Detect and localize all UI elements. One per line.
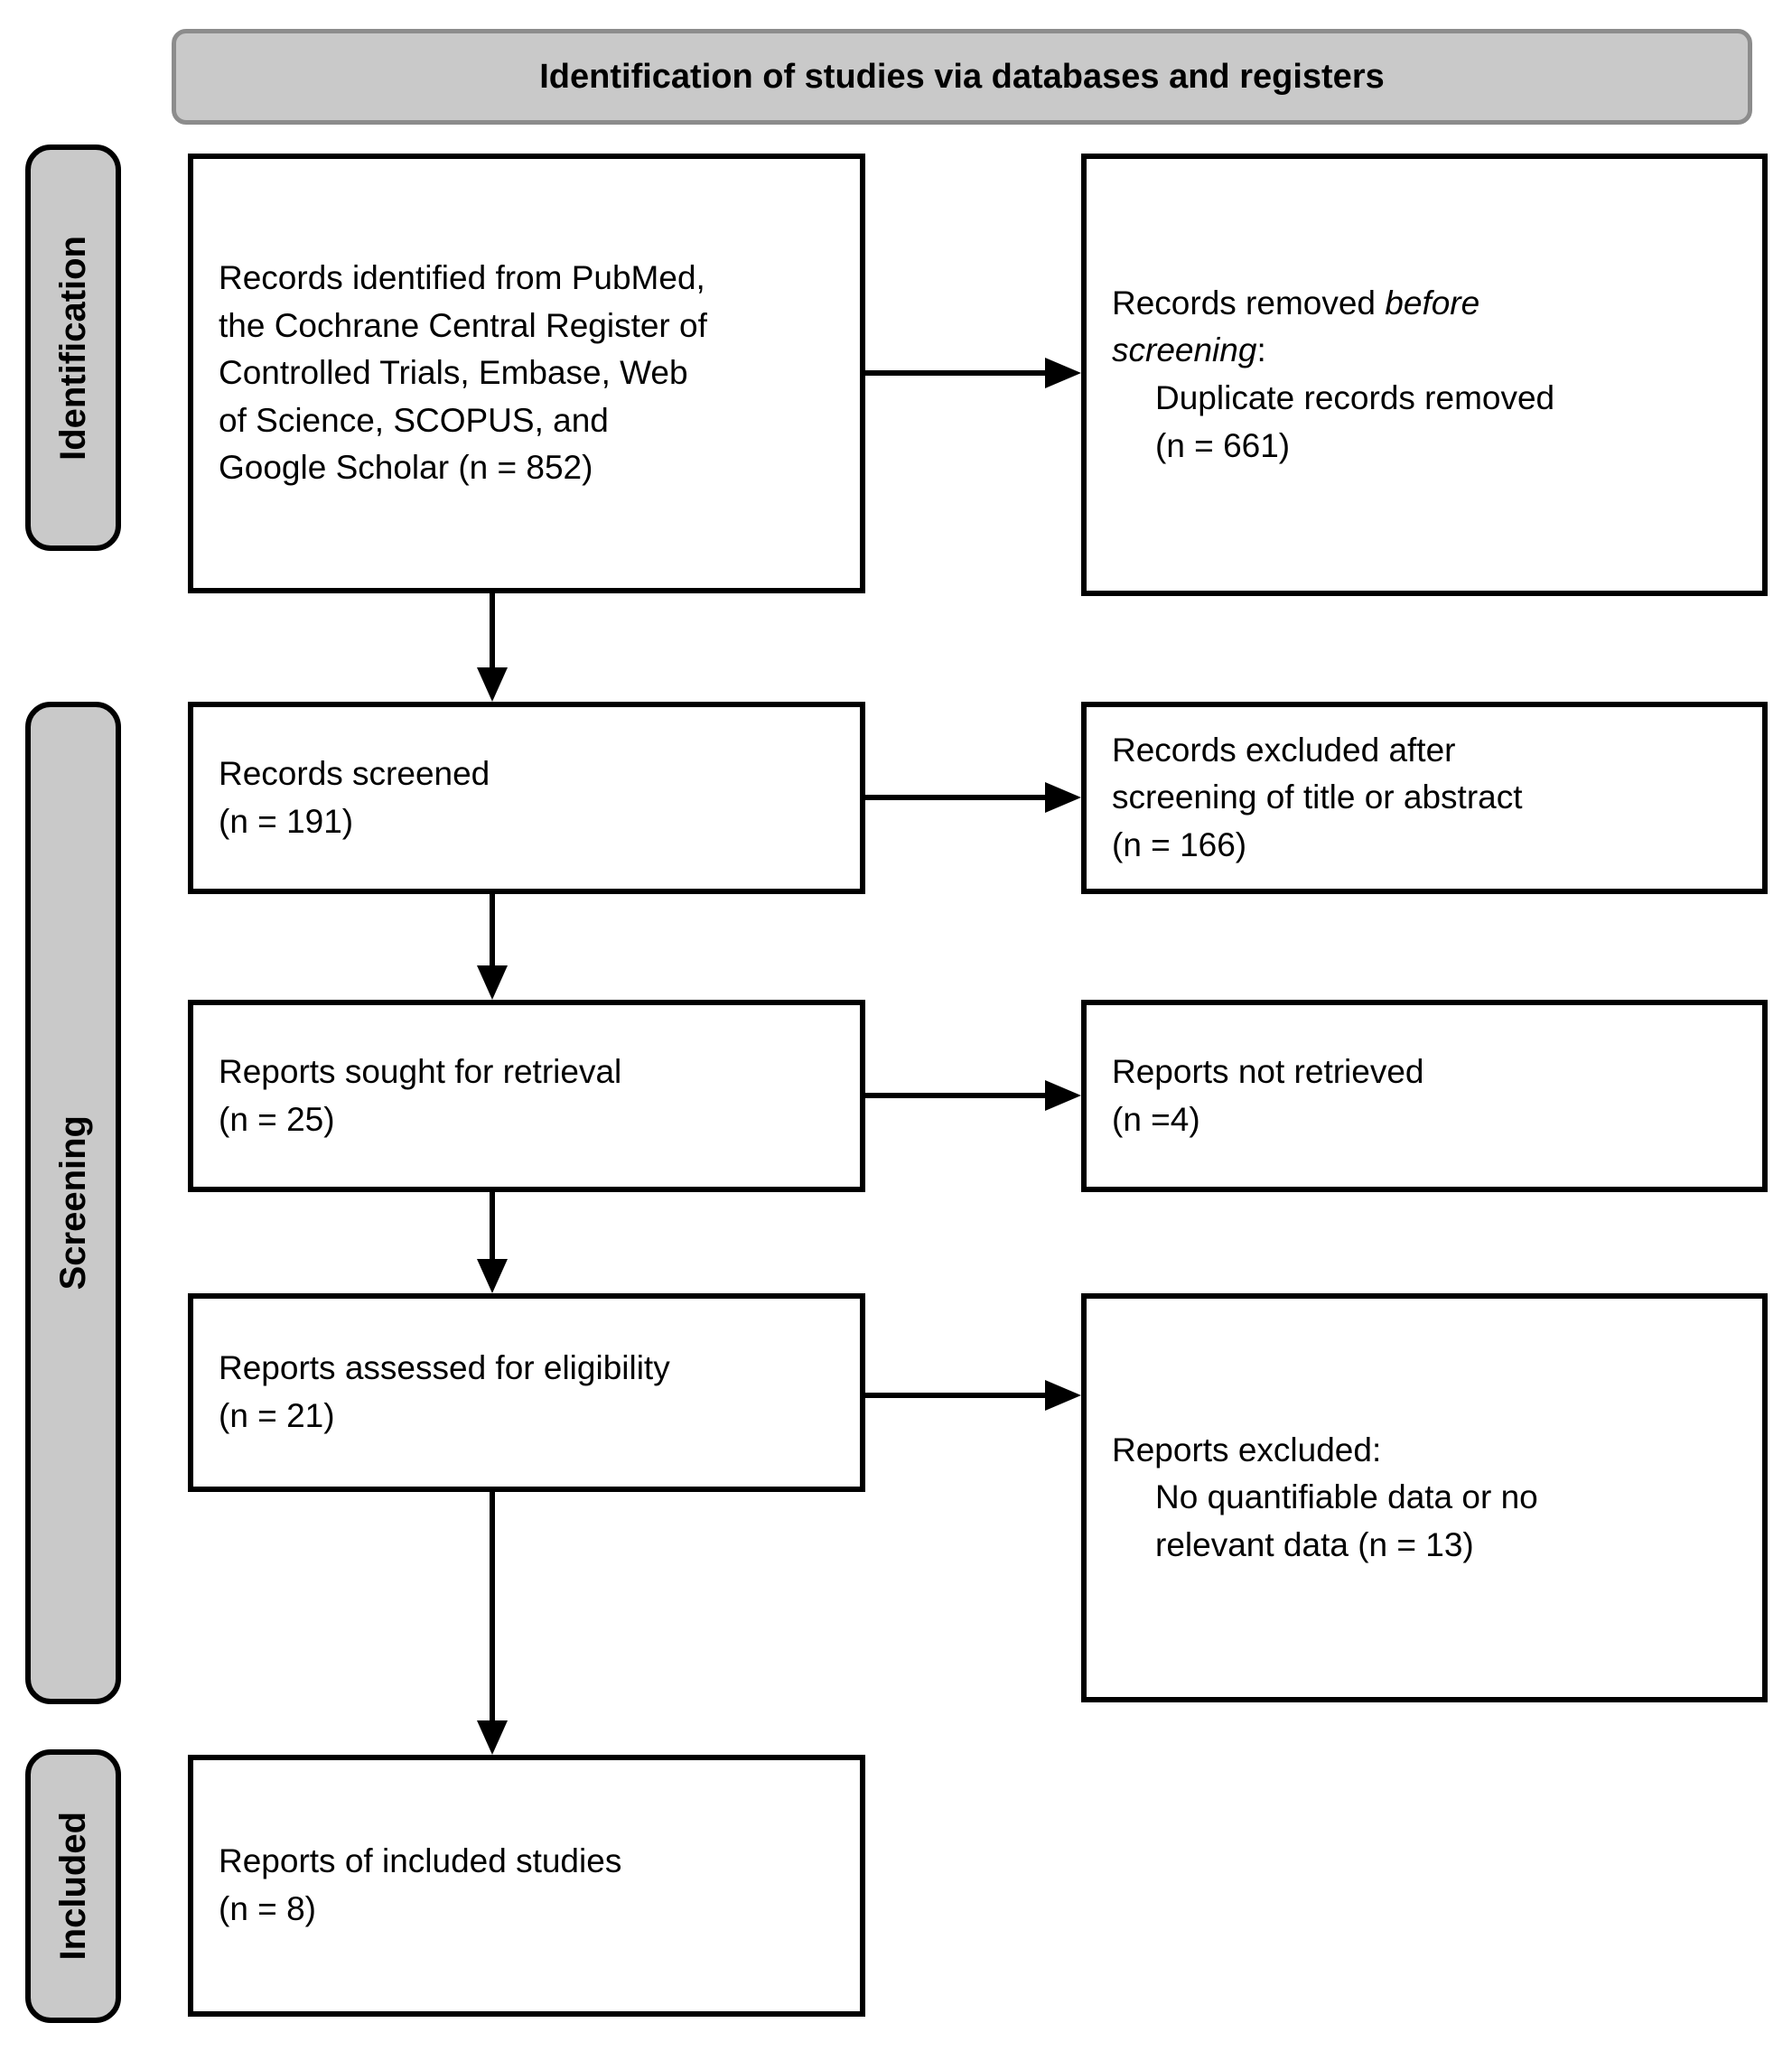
arrow-identified-to-screened-line bbox=[490, 593, 495, 667]
records-excluded-screening-box: Records excluded after screening of titl… bbox=[1081, 702, 1768, 894]
header-banner: Identification of studies via databases … bbox=[172, 29, 1752, 125]
records-screened-box: Records screened (n = 191) bbox=[188, 702, 865, 894]
header-title: Identification of studies via databases … bbox=[539, 57, 1385, 96]
stage-label-screening: Screening bbox=[25, 702, 121, 1704]
arrow-screened-to-excluded-line bbox=[865, 795, 1045, 800]
arrow-sought-to-not-retrieved-line bbox=[865, 1093, 1045, 1098]
arrow-sought-to-not-retrieved-head-icon bbox=[1045, 1080, 1081, 1111]
reports-excluded-heading: Reports excluded: bbox=[1112, 1431, 1382, 1468]
arrow-assessed-to-included-line bbox=[490, 1492, 495, 1720]
arrow-sought-to-assessed-head-icon bbox=[477, 1259, 508, 1293]
arrow-screened-to-sought-line bbox=[490, 894, 495, 965]
reports-included-text: Reports of included studies (n = 8) bbox=[219, 1842, 622, 1927]
arrow-screened-to-excluded-head-icon bbox=[1045, 782, 1081, 813]
stage-label-included-text: Included bbox=[52, 1812, 93, 1961]
arrow-screened-to-sought-head-icon bbox=[477, 965, 508, 1000]
arrow-assessed-to-excluded-line bbox=[865, 1393, 1045, 1398]
reports-included-box: Reports of included studies (n = 8) bbox=[188, 1755, 865, 2017]
arrow-identified-to-screened-head-icon bbox=[477, 667, 508, 702]
records-removed-text-prefix: Records removed bbox=[1112, 284, 1386, 322]
reports-assessed-box: Reports assessed for eligibility (n = 21… bbox=[188, 1293, 865, 1492]
records-screened-text: Records screened (n = 191) bbox=[219, 754, 490, 840]
records-removed-text-italic: before screening bbox=[1112, 284, 1480, 369]
reports-excluded-detail: No quantifiable data or no relevant data… bbox=[1155, 1478, 1538, 1563]
arrow-assessed-to-included-head-icon bbox=[477, 1720, 508, 1755]
arrow-identified-to-removed-line bbox=[865, 370, 1045, 376]
records-identified-text: Records identified from PubMed, the Coch… bbox=[219, 259, 707, 487]
records-removed-box: Records removed before screening: Duplic… bbox=[1081, 154, 1768, 596]
reports-not-retrieved-text: Reports not retrieved (n =4) bbox=[1112, 1052, 1424, 1138]
reports-sought-text: Reports sought for retrieval (n = 25) bbox=[219, 1052, 622, 1138]
reports-not-retrieved-box: Reports not retrieved (n =4) bbox=[1081, 1000, 1768, 1192]
reports-sought-box: Reports sought for retrieval (n = 25) bbox=[188, 1000, 865, 1192]
stage-label-screening-text: Screening bbox=[52, 1115, 93, 1291]
stage-label-included: Included bbox=[25, 1749, 121, 2023]
stage-label-identification-text: Identification bbox=[52, 235, 93, 461]
records-identified-box: Records identified from PubMed, the Coch… bbox=[188, 154, 865, 593]
arrow-sought-to-assessed-line bbox=[490, 1192, 495, 1259]
records-removed-heading: Records removed before screening: bbox=[1112, 280, 1742, 375]
arrow-assessed-to-excluded-head-icon bbox=[1045, 1380, 1081, 1411]
reports-assessed-text: Reports assessed for eligibility (n = 21… bbox=[219, 1349, 670, 1434]
records-removed-detail: Duplicate records removed (n = 661) bbox=[1155, 379, 1555, 464]
records-removed-text-suffix: : bbox=[1256, 331, 1266, 369]
arrow-identified-to-removed-head-icon bbox=[1045, 358, 1081, 388]
reports-excluded-box: Reports excluded: No quantifiable data o… bbox=[1081, 1293, 1768, 1702]
stage-label-identification: Identification bbox=[25, 145, 121, 551]
records-excluded-screening-text: Records excluded after screening of titl… bbox=[1112, 731, 1523, 863]
